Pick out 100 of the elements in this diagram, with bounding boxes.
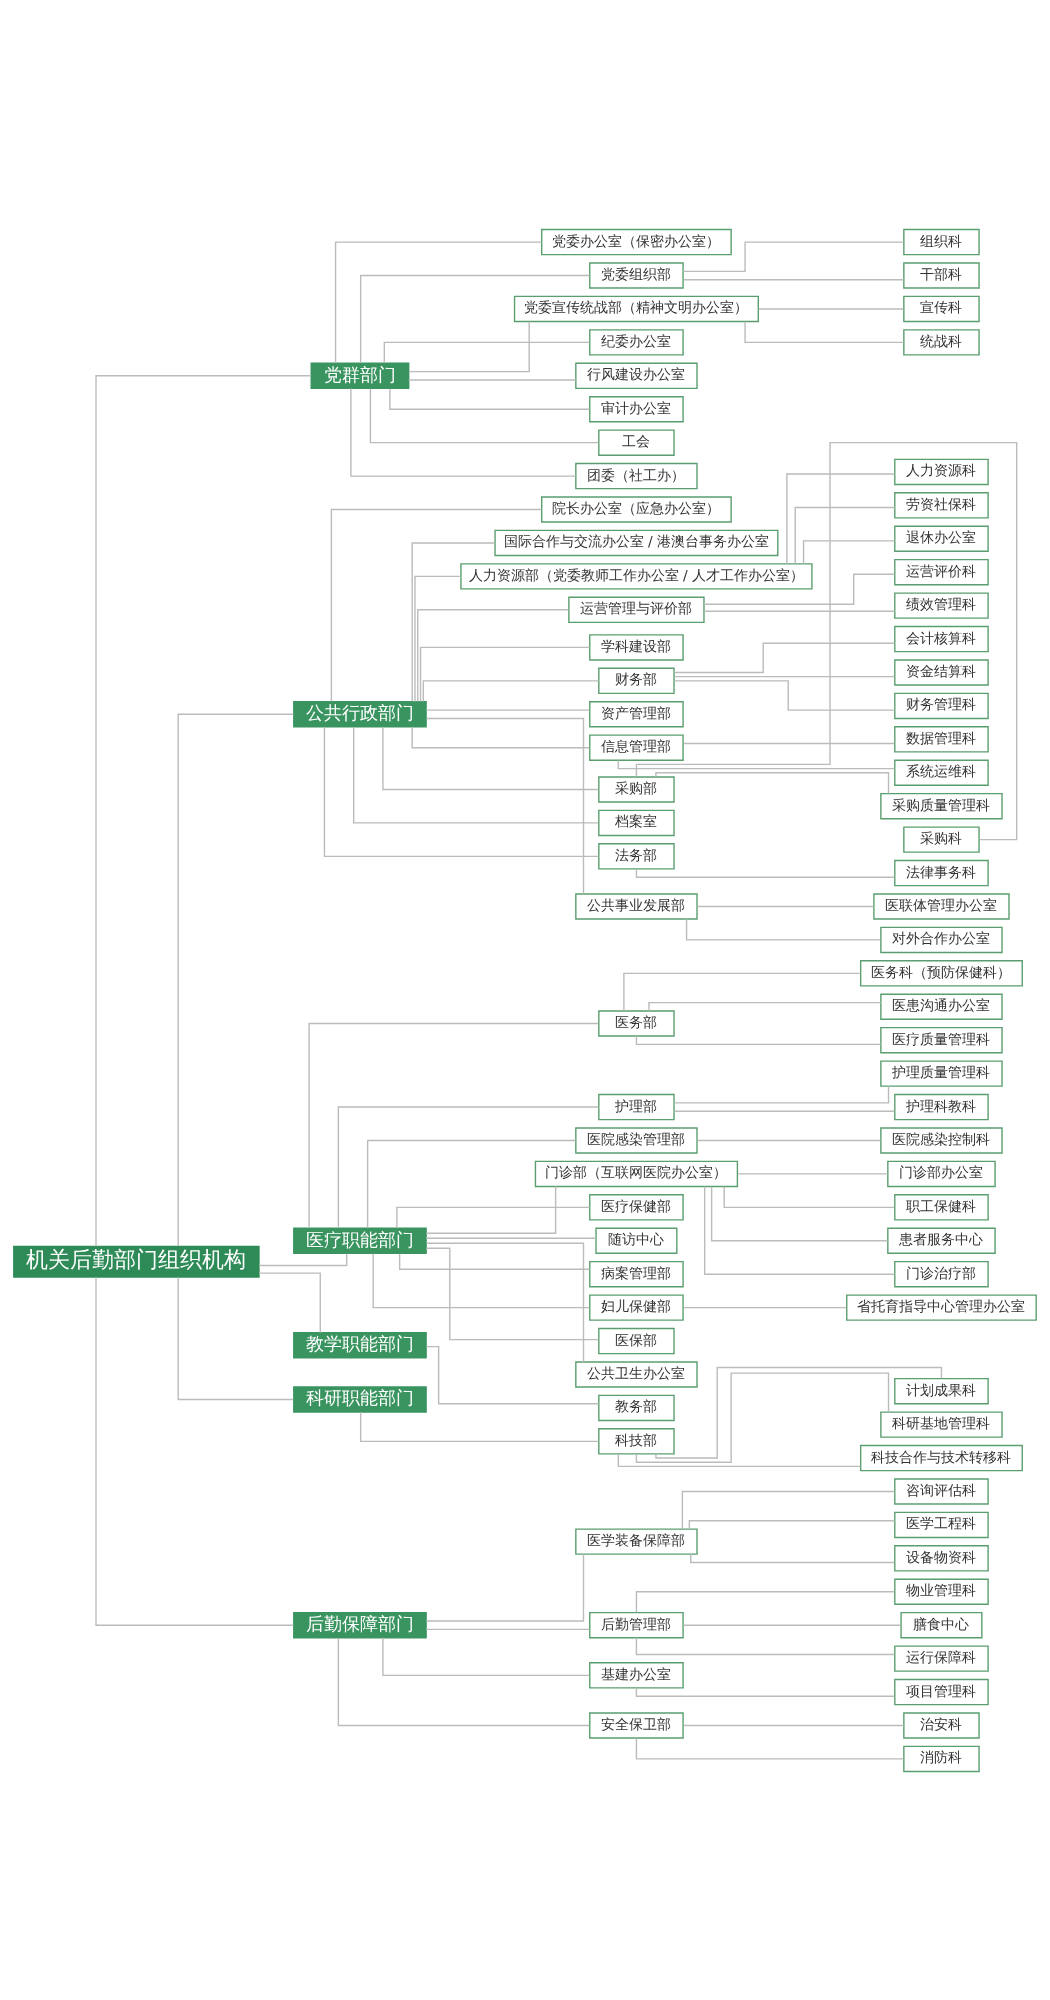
node-box: 数据管理科 xyxy=(894,725,989,753)
connector xyxy=(369,387,599,443)
node-box: 医疗职能部门 xyxy=(293,1227,427,1254)
connector xyxy=(635,1590,896,1613)
node-box: 护理科教科 xyxy=(894,1093,989,1120)
node-box: 机关后勤部门组织机构 xyxy=(13,1245,260,1278)
connector xyxy=(366,1139,577,1229)
node-box: 门诊治疗部 xyxy=(894,1260,989,1287)
connector xyxy=(690,1553,895,1563)
connector xyxy=(425,1237,597,1239)
connector xyxy=(682,1724,905,1726)
node-box: 行风建设办公室 xyxy=(575,362,698,389)
node-box: 公共卫生办公室 xyxy=(575,1360,698,1388)
node-box: 护理部 xyxy=(598,1093,675,1120)
node-box: 门诊部办公室 xyxy=(887,1160,996,1187)
node-box: 科技合作与技术转移科 xyxy=(859,1444,1023,1471)
node-box: 资金结算科 xyxy=(894,658,989,686)
connector xyxy=(744,320,905,343)
connector xyxy=(330,508,543,702)
node-box: 组织科 xyxy=(903,228,980,255)
connector xyxy=(710,1185,889,1241)
connector xyxy=(425,1628,591,1630)
connector xyxy=(617,759,896,769)
node-box: 后勤保障部门 xyxy=(293,1611,427,1638)
connector xyxy=(682,1306,848,1308)
connector xyxy=(372,1252,591,1308)
connector xyxy=(655,771,890,794)
node-box: 医保部 xyxy=(598,1327,675,1354)
node-box: 公共行政部门 xyxy=(293,700,427,727)
connector xyxy=(359,1411,600,1442)
node-box: 院长办公室（应急办公室） xyxy=(541,495,732,523)
node-box: 医疗质量管理科 xyxy=(880,1026,1003,1053)
node-box: 科研基地管理科 xyxy=(880,1410,1003,1438)
connector xyxy=(382,1636,591,1676)
node-box: 医学工程科 xyxy=(894,1511,989,1538)
connector xyxy=(794,506,896,564)
connector xyxy=(655,1366,943,1459)
connector xyxy=(177,1276,294,1400)
connector xyxy=(758,307,904,310)
connector xyxy=(635,1687,896,1697)
connector xyxy=(337,1105,600,1229)
node-box: 国际合作与交流办公室 / 港澳台事务办公室 xyxy=(494,529,779,556)
node-box: 工会 xyxy=(598,428,675,456)
node-box: 医疗保健部 xyxy=(589,1193,684,1221)
node-box: 医院感染控制科 xyxy=(880,1126,1003,1154)
node-box: 医学装备保障部 xyxy=(575,1527,698,1555)
connector xyxy=(425,1345,600,1404)
node-box: 党委组织部 xyxy=(589,261,684,289)
connector xyxy=(617,1453,862,1467)
node-box: 采购科 xyxy=(903,825,980,853)
connector xyxy=(411,725,591,748)
connector xyxy=(682,240,905,272)
connector xyxy=(398,1252,591,1270)
connector xyxy=(673,642,896,673)
node-box: 物业管理科 xyxy=(894,1578,989,1605)
node-box: 审计办公室 xyxy=(589,395,684,422)
node-box: 医务科（预防保健科） xyxy=(859,959,1023,987)
node-box: 系统运维科 xyxy=(894,759,989,786)
connector xyxy=(425,1247,600,1340)
node-box: 绩效管理科 xyxy=(894,591,989,619)
node-box: 对外合作办公室 xyxy=(880,926,1003,953)
connector xyxy=(337,1636,590,1726)
connector xyxy=(635,1636,896,1655)
connector xyxy=(681,1490,896,1530)
connector xyxy=(696,905,875,907)
connector xyxy=(673,1110,896,1112)
connector xyxy=(673,1085,890,1104)
node-box: 后勤管理部 xyxy=(589,1611,684,1638)
node-box: 膳食中心 xyxy=(900,1611,983,1638)
node-box: 医院感染管理部 xyxy=(575,1126,698,1154)
connector xyxy=(682,1624,902,1626)
connector xyxy=(425,1553,585,1622)
node-box: 设备物资科 xyxy=(894,1544,989,1572)
connector xyxy=(350,387,577,477)
connector xyxy=(802,539,896,564)
node-box: 教学职能部门 xyxy=(293,1331,427,1358)
node-box: 教务部 xyxy=(598,1394,675,1421)
connector xyxy=(417,608,570,702)
node-box: 采购部 xyxy=(598,775,675,803)
connector xyxy=(359,274,591,364)
node-box: 妇儿保健部 xyxy=(589,1293,684,1321)
connector xyxy=(673,679,896,711)
node-box: 安全保卫部 xyxy=(589,1711,684,1739)
connector xyxy=(177,713,294,1247)
node-box: 纪委办公室 xyxy=(589,328,684,356)
connector xyxy=(635,1737,905,1760)
node-box: 门诊部（互联网医院办公室） xyxy=(534,1160,739,1187)
node-box: 消防科 xyxy=(903,1745,980,1772)
node-box: 运行保障科 xyxy=(894,1644,989,1672)
node-box: 统战科 xyxy=(903,328,980,356)
connector xyxy=(95,1276,295,1626)
connector xyxy=(334,240,543,364)
node-box: 法务部 xyxy=(598,842,675,870)
connector xyxy=(425,717,585,894)
node-box: 党委宣传统战部（精神文明办公室） xyxy=(513,295,759,322)
connector xyxy=(682,742,896,744)
connector xyxy=(685,918,882,941)
connector xyxy=(635,868,896,878)
node-box: 干部科 xyxy=(903,261,980,289)
connector xyxy=(382,726,600,790)
